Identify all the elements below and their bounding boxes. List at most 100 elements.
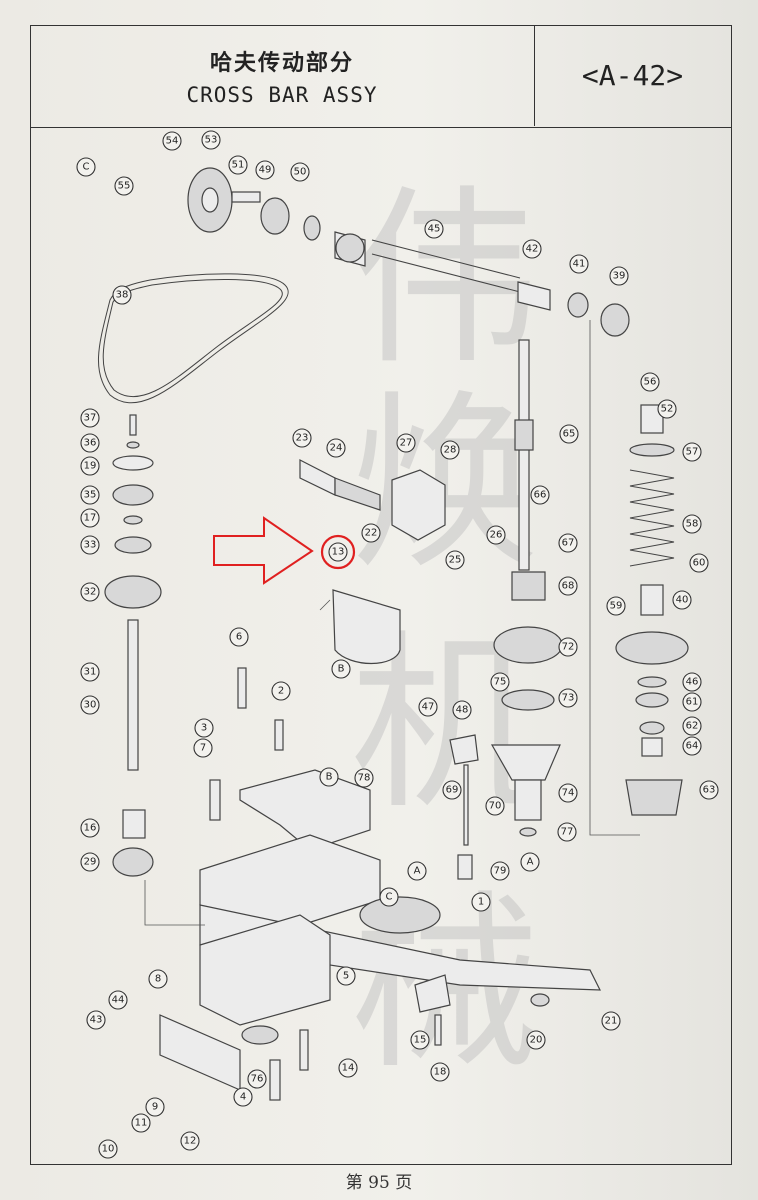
callout-label: 6 [236,632,242,643]
callout-balloon [80,818,100,838]
callout-label: 59 [610,601,623,612]
callout-label: 73 [562,693,575,704]
callout-label: 18 [434,1067,447,1078]
callout-balloon [80,535,100,555]
callout-balloon [193,738,213,758]
callout-label: 21 [605,1016,618,1027]
callout-label: 62 [686,721,699,732]
callout-balloon [271,681,291,701]
callout-label: 15 [414,1035,427,1046]
callout-label: 51 [232,160,245,171]
callout-balloon [485,796,505,816]
reference-balloon [520,852,540,872]
callout-balloon [80,456,100,476]
callout-label: 38 [116,290,129,301]
callout-label: 52 [661,404,674,415]
callout-label: 74 [562,788,575,799]
callout-label: 58 [686,519,699,530]
callout-label: 27 [400,438,413,449]
callout-label: 40 [676,595,689,606]
page-number: 第 95 页 [345,1173,413,1193]
callout-balloon [490,672,510,692]
callout-label: 11 [135,1118,148,1129]
callout-label: 5 [343,971,349,982]
callout-balloon [699,780,719,800]
callout-label: 77 [561,827,574,838]
callout-label: 16 [84,823,97,834]
callout-label: 3 [201,723,207,734]
callout-balloon [609,266,629,286]
callout-balloon [682,672,702,692]
callout-label: 1 [478,897,484,908]
reference-label: A [527,857,534,868]
callout-balloon [80,433,100,453]
callout-balloon [361,523,381,543]
callout-balloon [194,718,214,738]
reference-label: B [326,772,333,783]
callout-balloon [430,1062,450,1082]
callout-balloon [530,485,550,505]
reference-balloon [407,861,427,881]
callout-label: 61 [686,697,699,708]
timing-belt [98,273,289,404]
callout-balloon [682,692,702,712]
callout-balloon [452,700,472,720]
callout-label: 56 [644,377,657,388]
callout-label: 65 [563,429,576,440]
callout-balloon [559,424,579,444]
top-shaft-group [187,167,630,337]
title-chinese: 哈夫传动部分 [209,50,354,76]
callout-label: 49 [259,165,272,176]
callout-label: 12 [184,1136,197,1147]
callout-label: 70 [489,801,502,812]
callout-balloon [229,627,249,647]
callout-balloon [558,688,578,708]
callout-label: 14 [342,1063,355,1074]
reference-balloon [76,157,96,177]
callout-balloon [440,440,460,460]
callout-balloon [606,596,626,616]
callout-balloon [558,637,578,657]
callout-label: 22 [365,528,378,539]
title-english: CROSS BAR ASSY [186,83,378,107]
callout-balloon [180,1131,200,1151]
callout-balloon [410,1030,430,1050]
callout-label: 2 [278,686,284,697]
callout-label: 31 [84,667,97,678]
title-box: 哈夫传动部分 CROSS BAR ASSY [30,25,535,126]
callout-label: 9 [152,1102,158,1113]
reference-label: B [338,664,345,675]
callout-balloon [148,969,168,989]
callout-label: 25 [449,555,462,566]
callout-balloon [558,783,578,803]
callout-label: 67 [562,538,575,549]
callout-balloon [336,966,356,986]
base-frame-group [159,667,601,1101]
callout-balloon [418,697,438,717]
main-shaft-group [490,339,563,837]
callout-balloon [338,1058,358,1078]
callout-label: 78 [358,773,371,784]
callout-balloon [247,1069,267,1089]
callout-label: 72 [562,642,575,653]
callout-balloon [80,408,100,428]
drawing-frame [30,25,732,1165]
callout-balloon [80,582,100,602]
callout-label: 36 [84,438,97,449]
callout-balloon [569,254,589,274]
callout-label: 43 [90,1015,103,1026]
callout-label: 37 [84,413,97,424]
callout-balloon [228,155,248,175]
callout-label: 42 [526,244,539,255]
callout-label: 47 [422,702,435,713]
callout-label: 76 [251,1074,264,1085]
callout-balloon [601,1011,621,1031]
callout-balloon [114,176,134,196]
callout-balloon [201,130,221,150]
callout-label: 48 [456,705,469,716]
callout-balloon [145,1097,165,1117]
callout-balloon [98,1139,118,1159]
callout-balloon [80,662,100,682]
reference-label: A [414,866,421,877]
callout-balloon [326,438,346,458]
